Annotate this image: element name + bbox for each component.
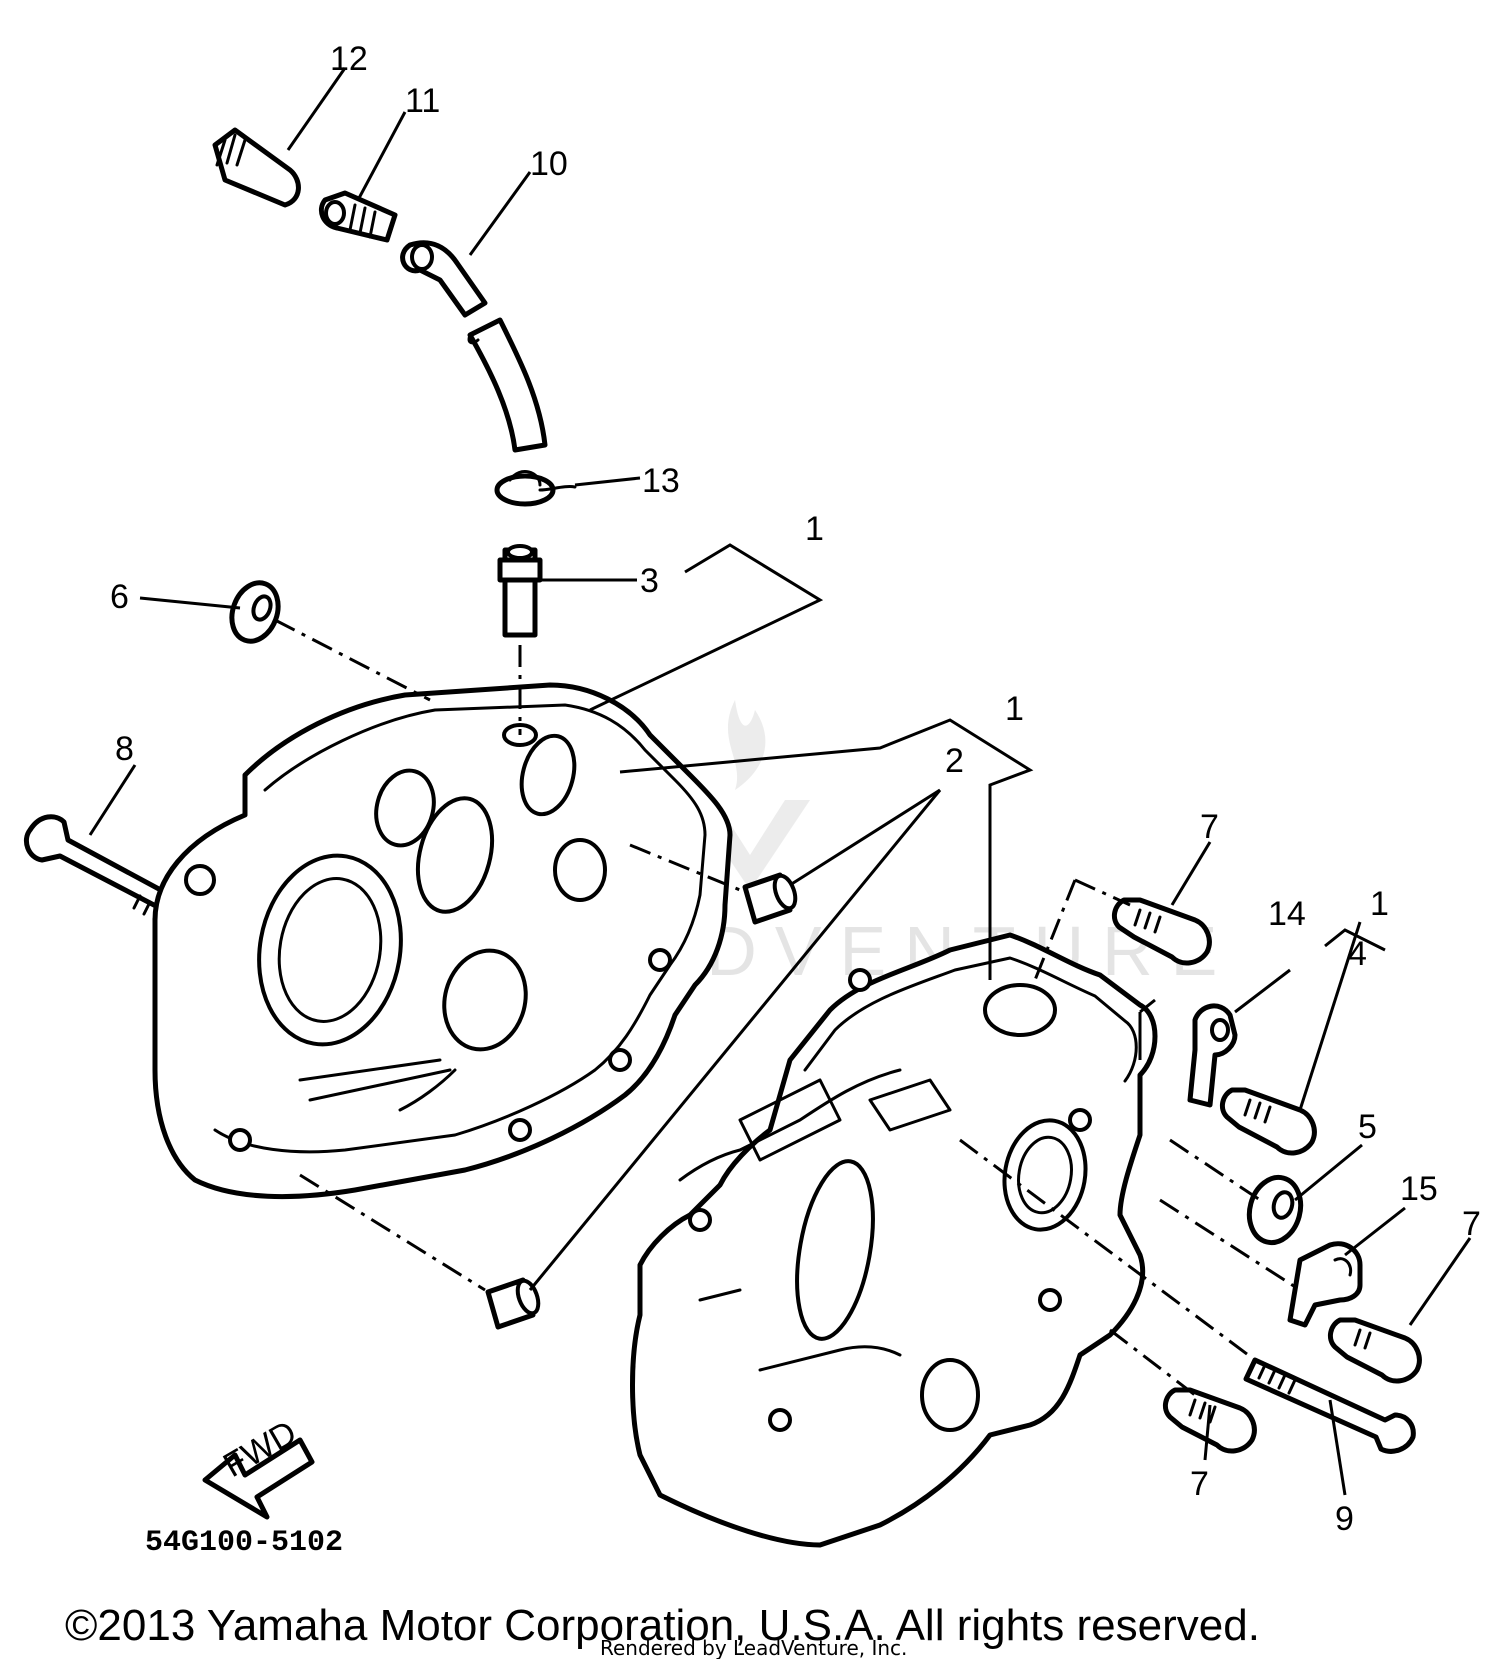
callout-9: 9 <box>1335 1500 1354 1538</box>
part-7-bolt-upper[interactable] <box>1111 897 1212 966</box>
callout-12: 12 <box>330 40 368 78</box>
part-2-dowel-pin-lower[interactable] <box>485 1277 542 1330</box>
callout-11: 11 <box>405 82 440 120</box>
callout-15: 15 <box>1400 1170 1438 1208</box>
callout-1-right: 1 <box>1370 885 1389 923</box>
callout-13: 13 <box>642 462 680 500</box>
callout-14: 14 <box>1268 895 1306 933</box>
part-7-bolt-right[interactable] <box>1327 1317 1422 1384</box>
callout-4: 4 <box>1348 935 1367 973</box>
alignment-lines <box>274 618 1301 1397</box>
callout-3: 3 <box>640 562 659 600</box>
part-12-breather-cap[interactable] <box>212 127 301 208</box>
part-6-washer[interactable] <box>224 576 286 647</box>
callout-10: 10 <box>530 145 568 183</box>
callout-7-upper: 7 <box>1200 808 1219 846</box>
callout-6: 6 <box>110 578 129 616</box>
rendered-by-text: Rendered by LeadVenture, Inc. <box>600 1636 907 1659</box>
part-3-breather-pipe[interactable] <box>497 544 543 638</box>
leader-lines <box>88 67 1472 1496</box>
part-10-breather-hose[interactable] <box>400 240 548 453</box>
callout-7-lower: 7 <box>1190 1465 1209 1503</box>
callout-1-middle: 1 <box>1005 690 1024 728</box>
callout-2: 2 <box>945 742 964 780</box>
part-5-washer[interactable] <box>1242 1172 1307 1249</box>
fwd-arrow: FWD <box>202 1413 315 1520</box>
callout-1-upper: 1 <box>805 510 824 548</box>
part-13-hose-clip[interactable] <box>494 470 577 507</box>
part-14-bracket[interactable] <box>1187 1003 1238 1108</box>
figure-code: 54G100-5102 <box>145 1526 343 1560</box>
part-11-breather-fitting[interactable] <box>319 190 398 243</box>
callout-8: 8 <box>115 730 134 768</box>
callout-5: 5 <box>1358 1108 1377 1146</box>
callout-7-right: 7 <box>1462 1205 1481 1243</box>
part-15-clamp[interactable] <box>1287 1241 1363 1328</box>
copyright-text: ©2013 Yamaha Motor Corporation, U.S.A. A… <box>65 1601 1260 1650</box>
part-4-bolt[interactable] <box>1219 1087 1317 1156</box>
callouts: 12 11 10 13 3 1 6 1 8 2 7 14 1 4 5 15 7 … <box>110 40 1481 1538</box>
crankcase-left-half[interactable] <box>152 682 733 1200</box>
crankcase-right-half[interactable] <box>630 932 1158 1548</box>
